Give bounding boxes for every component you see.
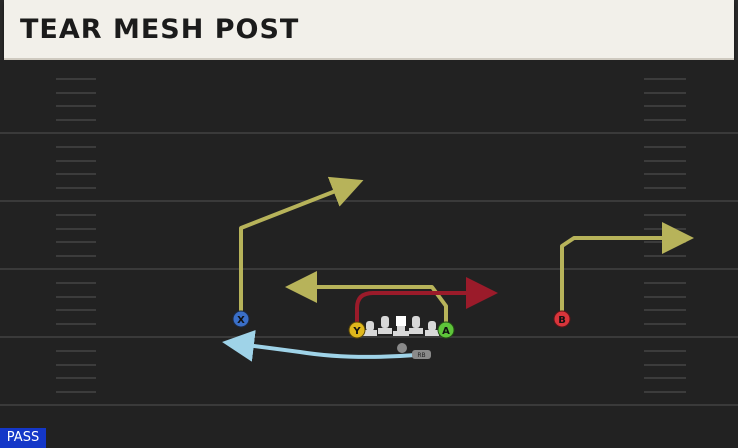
lineman-lg xyxy=(378,316,392,334)
title-plate: TEAR MESH POST xyxy=(4,0,734,60)
play-header: TEAR MESH POST xyxy=(0,0,738,60)
player-a-label: A xyxy=(442,326,450,337)
route-x-post xyxy=(239,176,364,312)
route-y-drag xyxy=(355,277,498,324)
player-b[interactable]: B xyxy=(553,310,571,328)
player-x-label: X xyxy=(237,315,245,326)
play-diagram: RB X Y A B xyxy=(0,78,738,406)
player-rb[interactable]: RB xyxy=(412,350,431,359)
pass-badge: PASS xyxy=(0,428,46,448)
play-field: RB X Y A B xyxy=(0,60,738,448)
route-a-drag xyxy=(285,271,448,324)
route-b-out xyxy=(560,222,694,312)
hash-marks-right xyxy=(644,78,686,393)
route-rb-swing xyxy=(222,329,418,362)
quarterback xyxy=(397,343,407,353)
player-b-label: B xyxy=(558,315,566,326)
player-rb-label: RB xyxy=(417,352,425,359)
play-title: TEAR MESH POST xyxy=(20,14,300,45)
lineman-rt xyxy=(425,321,439,336)
player-y[interactable]: Y xyxy=(348,321,366,339)
offensive-line xyxy=(363,316,439,336)
player-a[interactable]: A xyxy=(437,321,455,339)
lineman-lt xyxy=(363,321,377,336)
center-player xyxy=(393,316,409,336)
player-y-label: Y xyxy=(352,326,361,337)
hash-marks-left xyxy=(56,78,96,393)
lineman-lc xyxy=(409,316,423,334)
player-x[interactable]: X xyxy=(232,310,250,328)
yard-lines xyxy=(0,132,738,406)
